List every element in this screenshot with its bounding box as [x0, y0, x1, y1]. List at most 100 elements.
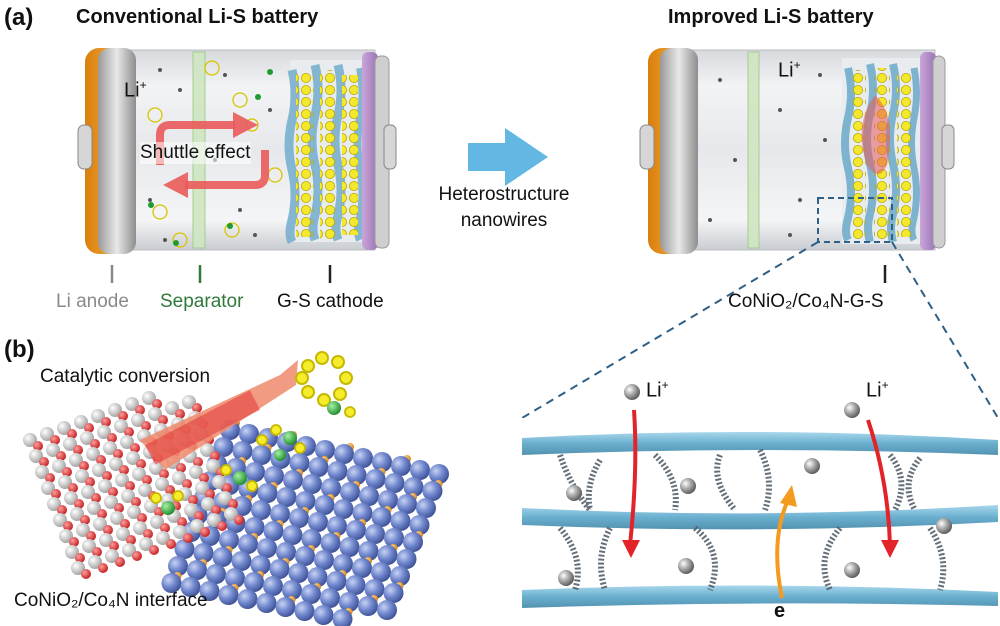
transition-arrow: [468, 128, 548, 186]
ni-atom: [93, 517, 107, 531]
lattice-interface: [23, 391, 449, 626]
o-atom: [33, 441, 43, 451]
o-atom: [113, 449, 123, 459]
ni-atom: [142, 391, 156, 405]
o-atom: [210, 451, 220, 461]
ni-atom: [116, 527, 130, 541]
co-atom: [403, 532, 423, 552]
co-atom: [206, 564, 226, 584]
co-atom: [358, 541, 379, 561]
o-atom: [175, 409, 185, 419]
co-atom: [409, 515, 430, 535]
ni-atom: [80, 431, 94, 445]
co-atom: [320, 588, 340, 608]
co-atom: [245, 462, 265, 482]
co-atom: [257, 483, 278, 503]
ni-atom: [138, 483, 152, 497]
o-atom: [124, 427, 134, 437]
ni-atom: [69, 453, 83, 467]
co-atom: [301, 529, 322, 549]
co-atom: [346, 520, 366, 540]
co-atom: [239, 424, 259, 444]
co-atom: [212, 547, 233, 567]
co-atom: [422, 481, 443, 501]
co-atom: [371, 562, 391, 582]
ni-atom: [190, 519, 204, 533]
o-atom: [62, 467, 72, 477]
o-atom: [56, 451, 66, 461]
o-atom: [194, 511, 204, 521]
o-atom: [74, 499, 84, 509]
li-anode-label: Li anode: [56, 291, 129, 312]
ni-atom: [63, 437, 77, 451]
ni-atom: [120, 435, 134, 449]
co-atom: [168, 556, 188, 576]
li-ion-label-conventional: Li+: [124, 78, 147, 102]
ni-atom: [148, 407, 162, 421]
ni-atom: [139, 537, 153, 551]
panel-b-tag: (b): [4, 336, 35, 363]
ni-atom: [114, 419, 128, 433]
ni-atom: [64, 491, 78, 505]
co-atom: [352, 558, 372, 578]
co-atom: [391, 456, 411, 476]
co-atom: [213, 437, 234, 457]
co-atom: [307, 567, 328, 587]
co-atom: [384, 528, 404, 548]
ni-atom: [53, 513, 67, 527]
co-atom: [244, 517, 265, 537]
o-atom: [108, 487, 118, 497]
o-atom: [63, 521, 73, 531]
ni-atom: [127, 505, 141, 519]
ni-atom: [173, 525, 187, 539]
co-atom: [353, 448, 373, 468]
panel-a-tag: (a): [4, 4, 34, 31]
o-atom: [165, 485, 175, 495]
ni-atom: [150, 515, 164, 529]
o-atom: [177, 517, 187, 527]
co-atom: [314, 495, 335, 515]
co-atom: [371, 507, 392, 527]
ni-atom: [189, 465, 203, 479]
co-atom: [390, 511, 411, 531]
co-atom: [275, 597, 296, 617]
ni-atom: [35, 465, 49, 479]
co-atom: [282, 580, 302, 600]
ni-atom: [40, 427, 54, 441]
catalytic-arrow: [140, 360, 298, 470]
co-atom: [199, 581, 220, 601]
o-atom: [135, 405, 145, 415]
o-atom: [132, 551, 142, 561]
electron-label: e: [774, 600, 786, 622]
ni-atom: [131, 413, 145, 427]
o-atom: [85, 477, 95, 487]
co-atom: [364, 579, 385, 599]
ni-atom: [121, 489, 135, 503]
co-atom: [251, 445, 272, 465]
ni-atom: [105, 549, 119, 563]
o-atom: [200, 527, 210, 537]
o-atom: [136, 459, 146, 469]
ni-atom: [224, 507, 238, 521]
co-atom: [326, 571, 347, 591]
ni-atom: [76, 523, 90, 537]
co-atom: [282, 525, 303, 545]
gs-cathode-region: [284, 60, 370, 245]
o-atom: [130, 443, 140, 453]
o-atom: [141, 421, 151, 431]
improved-battery: [639, 48, 955, 254]
ni-atom: [57, 421, 71, 435]
o-atom: [131, 497, 141, 507]
co-atom: [269, 559, 290, 579]
o-atom: [80, 515, 90, 525]
zoom-li-label-1: Li+: [646, 378, 669, 402]
ni-atom: [46, 443, 60, 457]
ni-atom: [71, 561, 85, 575]
o-atom: [222, 483, 232, 493]
ni-atom: [58, 475, 72, 489]
o-atom: [98, 563, 108, 573]
co-atom: [302, 474, 322, 494]
o-atom: [126, 535, 136, 545]
co-atom: [365, 469, 386, 489]
co-atom: [161, 573, 182, 593]
